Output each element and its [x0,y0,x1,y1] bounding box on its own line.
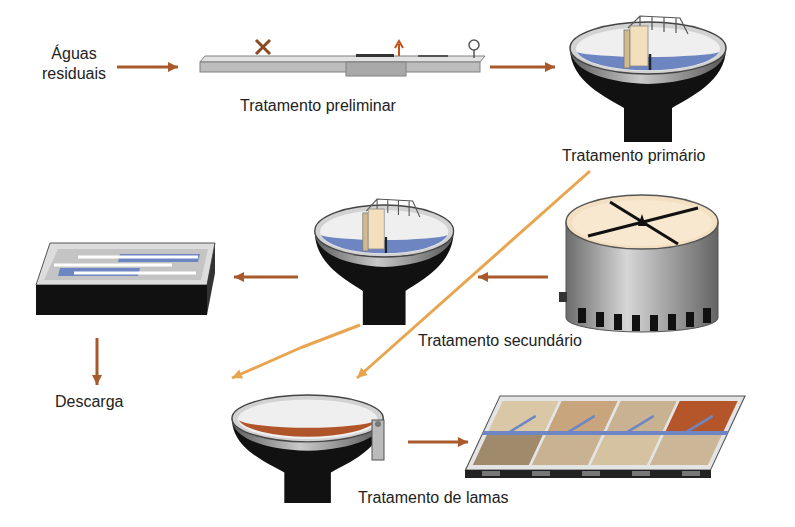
tank-baffles [54,257,198,273]
flow-arrow [408,441,468,444]
feed-branches [508,416,713,433]
flow-arrow [234,276,298,279]
bed-cell [473,435,543,465]
tank-rim [566,195,718,249]
tank-inlet [559,292,567,302]
bed-cell [607,401,677,431]
sludge-stage: Tratamento de lamas [225,378,747,518]
discharge-label: Descarga [55,392,123,412]
bed-drains [482,471,700,476]
sludge-line [300,325,360,348]
tank-openings [578,308,711,331]
stage-caption: Tratamento primário [562,146,705,166]
channel-bar [356,54,394,57]
gauge-stem [473,50,475,58]
channel-flume [418,55,448,57]
tank-top [36,243,215,285]
inflow-label: Águas residuais [36,44,112,84]
flow-arrow [96,338,99,385]
flow-connector [490,66,555,69]
preliminary-stage: Tratamento preliminar [180,34,490,120]
thickener-bowl [232,395,383,503]
bed-cell [548,401,618,431]
screen-mark [256,40,270,54]
preliminary-channel [200,40,485,76]
secondary-stage: Tratamento secundário [300,190,722,356]
channel-top [200,56,485,62]
flow-connector [232,348,300,378]
bed-cell [666,401,738,431]
sludge-thickener [232,395,383,503]
secondary-clarifier [315,199,454,325]
disinfection-tank [36,243,215,315]
sludge [239,420,377,437]
channel-front [200,62,480,72]
flow-mark [395,41,403,56]
aeration-tank [559,195,718,332]
primary-clarifier [570,16,726,142]
drying-beds [465,396,745,470]
flow-arrow [478,276,548,279]
primary-stage: Tratamento primário [555,10,727,170]
channel-grit-chamber [346,62,406,76]
stage-caption: Tratamento preliminar [240,96,396,116]
clarifier-bridge [624,16,688,70]
stage-caption: Descarga [55,392,123,412]
bed-cell [591,435,661,465]
tank-basin [44,249,208,280]
thickener-outlet [372,420,384,460]
mixed-liquor [572,200,712,246]
bed-frame [465,396,745,470]
feed-pipe [483,431,728,435]
clarifier-bridge [363,199,420,253]
thickener-valve [375,421,381,427]
tank-side [207,243,215,315]
stage-caption: Tratamento secundário [418,331,582,351]
stage-caption: Tratamento de lamas [358,488,509,508]
bed-cell [650,435,722,465]
flow-connector [117,66,178,69]
gauge-dial [469,40,479,50]
tank-front [36,285,207,315]
stage-caption: Águas residuais [36,44,112,84]
flow-connector [357,171,590,378]
mixer-hub [638,214,646,226]
bed-cell [489,401,559,431]
mixer-arms [588,202,698,244]
bed-cell [532,435,602,465]
bed-base [465,470,711,478]
